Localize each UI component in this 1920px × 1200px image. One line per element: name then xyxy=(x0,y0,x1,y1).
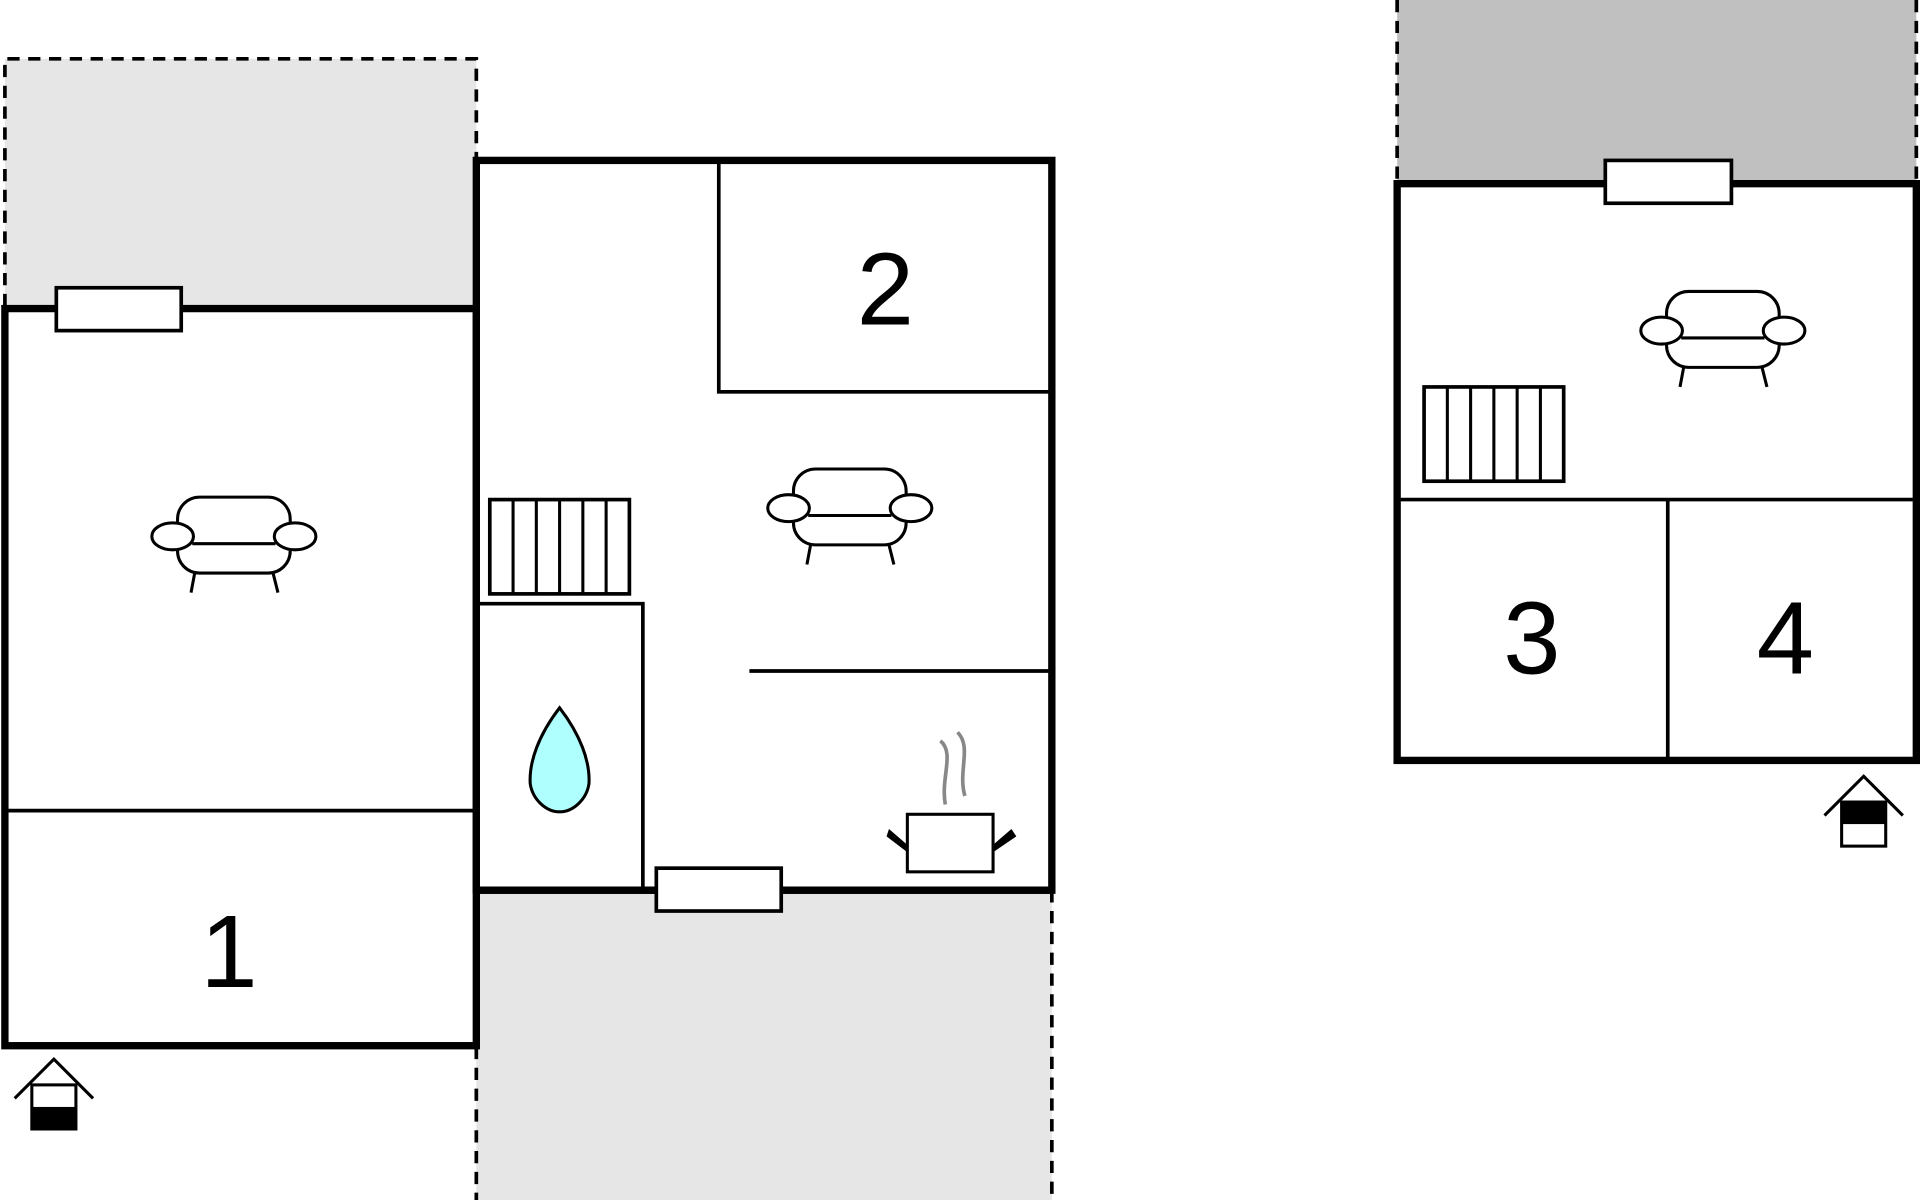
window xyxy=(54,285,184,333)
terrace-top-left xyxy=(3,56,479,309)
stairs-icon xyxy=(1422,385,1566,484)
entrance-icon xyxy=(1823,774,1904,848)
room-label-2: 2 xyxy=(857,231,914,346)
stairs-icon xyxy=(487,497,632,596)
cooking-pot-icon xyxy=(886,730,1017,874)
window xyxy=(1603,158,1734,206)
terrace-bottom xyxy=(474,890,1054,1200)
room-label-3: 3 xyxy=(1503,580,1560,695)
water-drop-icon xyxy=(528,705,591,814)
window xyxy=(654,866,784,913)
terrace-top-right xyxy=(1395,0,1919,184)
room-label-4: 4 xyxy=(1757,580,1814,695)
room-label-1: 1 xyxy=(200,894,257,1009)
entrance-icon xyxy=(13,1057,95,1131)
